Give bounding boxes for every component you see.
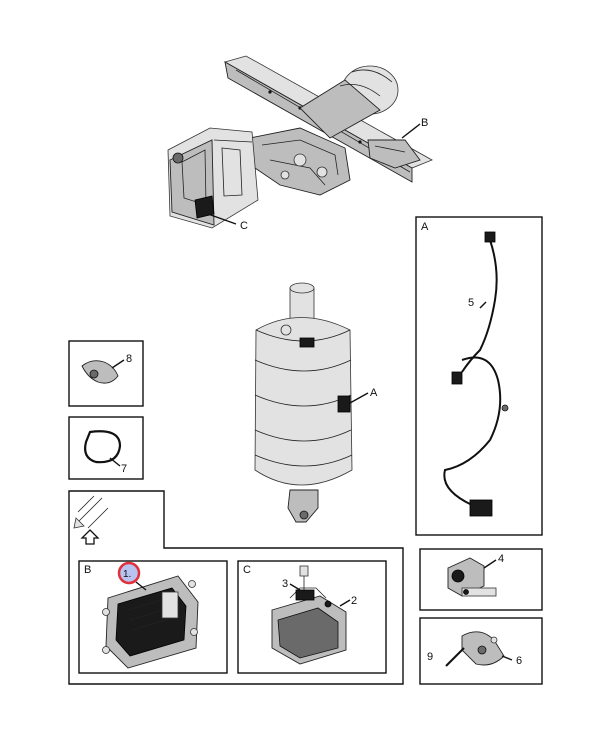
- callout-part-4: 4: [498, 553, 504, 565]
- callout-panel-a: A: [421, 221, 429, 233]
- callout-part-2: 2: [351, 595, 357, 607]
- panel-part-4: [419, 548, 543, 611]
- callout-panel-c: C: [243, 564, 251, 576]
- callout-part-9: 9: [427, 651, 433, 663]
- callout-part-8: 8: [126, 353, 132, 365]
- panel-part-7: [68, 416, 144, 480]
- callout-top-b: B: [421, 117, 428, 129]
- panel-part-6-9: [419, 617, 543, 685]
- callout-part-7: 7: [121, 463, 127, 475]
- callout-panel-b: B: [84, 564, 91, 576]
- panel-c: [237, 560, 387, 674]
- panel-part-8: [68, 340, 144, 407]
- callout-part-3: 3: [282, 578, 288, 590]
- panel-a: [415, 216, 543, 536]
- view-direction-icon: [73, 495, 109, 529]
- callout-top-a: A: [370, 387, 378, 399]
- aftertreatment-canister: [254, 282, 369, 523]
- arrow-up-icon: [80, 529, 100, 545]
- callout-part-5: 5: [468, 297, 474, 309]
- view-direction-box: [68, 490, 404, 685]
- chassis-assembly: [167, 55, 433, 229]
- callout-part-6: 6: [516, 655, 522, 667]
- panel-b: [78, 560, 228, 674]
- callout-part-1: 1.: [123, 569, 131, 580]
- highlight-ring: [117, 561, 141, 585]
- callout-top-c: C: [240, 220, 248, 232]
